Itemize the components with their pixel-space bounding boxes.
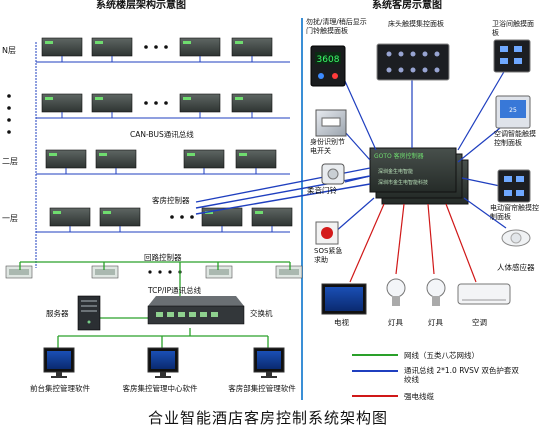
room-controller-label: 客房控制器	[152, 196, 190, 205]
svg-text:GOTO 客房控制器: GOTO 客房控制器	[374, 152, 424, 160]
aircon-label: 空调	[472, 318, 487, 327]
bedhead-panel-label: 床头触摸集控面板	[388, 20, 444, 28]
footer-title: 合业智能酒店客房控制系统架构图	[148, 409, 389, 427]
floor-bus-lines	[36, 61, 290, 233]
bathroom-panel-label: 卫浴间触摸面板	[492, 20, 534, 37]
software-label-center: 客房集控管理中心软件	[122, 384, 198, 393]
card-switch-label: 身份识别节电开关	[310, 138, 345, 155]
room-module-icon	[49, 207, 91, 232]
bedhead-touch-panel	[376, 43, 450, 81]
room-module-icon	[41, 37, 83, 62]
doorbell-icon	[321, 163, 345, 185]
loop-controller-icon	[5, 265, 33, 279]
server-icon	[77, 295, 101, 331]
tv-icon	[321, 283, 367, 315]
ellipsis-dot	[164, 101, 168, 105]
room-module-icon	[201, 207, 243, 232]
svg-text:深圳市金生电智能科技: 深圳市金生电智能科技	[378, 179, 428, 186]
floor-label-1: 一层	[2, 214, 18, 223]
ellipsis-dot	[180, 215, 184, 219]
vertical-ellipsis	[7, 94, 11, 134]
ellipsis-dot	[168, 270, 172, 274]
room-module-icon	[91, 37, 133, 62]
legend-power: 强电线缆	[404, 392, 434, 401]
can-bus-label: CAN-BUS通讯总线	[130, 130, 194, 139]
ellipsis-dot	[154, 45, 158, 49]
network-switch-icon	[147, 296, 245, 325]
curtain-touch-panel	[497, 169, 531, 203]
dnd-panel-label: 勿扰/清理/稍后显示门铃触摸面板	[306, 18, 367, 35]
loop-controller-icon	[91, 265, 119, 279]
legend-bus: 通讯总线 2*1.0 RVSV 双色护套双绞线	[404, 366, 519, 384]
svg-text:25: 25	[509, 107, 517, 114]
software-monitors	[43, 347, 285, 378]
room-module-icon	[45, 149, 87, 174]
room-module-icon	[183, 149, 225, 174]
ellipsis-dot	[144, 101, 148, 105]
ellipsis-dot	[154, 101, 158, 105]
ellipsis-dot	[148, 270, 152, 274]
motion-sensor-icon	[501, 229, 531, 247]
room-module-icon	[231, 37, 273, 62]
bathroom-touch-panel	[493, 39, 531, 73]
svg-text:3608: 3608	[317, 55, 340, 65]
room-module-icon	[99, 207, 141, 232]
monitor-icon	[253, 347, 285, 378]
room-module-icon	[179, 37, 221, 62]
loop-controller-icon	[205, 265, 233, 279]
svg-text:深圳金生电智能: 深圳金生电智能	[378, 168, 413, 175]
loop-controllers	[5, 265, 303, 279]
curtain-panel-label: 电动窗帘触摸控制面板	[490, 204, 539, 221]
doorbell-label: 柔音门铃	[307, 186, 337, 195]
ac-touch-panel: 25	[495, 95, 531, 129]
lamp-icon-2	[426, 278, 446, 306]
card-switch-panel	[315, 109, 347, 137]
legend-lines	[352, 354, 398, 397]
right-section-title: 系统客房示意图	[372, 0, 442, 11]
software-label-front: 前台集控管理软件	[30, 384, 90, 393]
loop-controller-label: 回路控制器	[144, 253, 182, 262]
floor-label-2: 二层	[2, 157, 18, 166]
ellipsis-dot	[170, 215, 174, 219]
loop-controller-icon	[275, 265, 303, 279]
software-label-housekeeping: 客房部集控管理软件	[228, 384, 296, 393]
room-module-icon	[179, 93, 221, 118]
room-module-icon	[41, 93, 83, 118]
legend-network: 网线（五类八芯网线）	[404, 351, 479, 360]
ellipsis-dot	[190, 215, 194, 219]
lamp-label-2: 灯具	[428, 318, 443, 327]
room-module-icon	[231, 93, 273, 118]
ellipsis-dot	[158, 270, 162, 274]
floor-label-n: N层	[2, 46, 16, 55]
sos-button-icon	[315, 221, 339, 245]
room-module-icon	[91, 93, 133, 118]
dnd-touch-panel: 3608	[310, 45, 346, 87]
ac-panel-label: 空调智能触摸控制面板	[494, 130, 536, 147]
room-module-icon	[95, 149, 137, 174]
server-label: 服务器	[46, 309, 69, 318]
floor-modules	[41, 37, 293, 232]
left-section-title: 系统楼层架构示意图	[96, 0, 186, 11]
sensor-label: 人体感应器	[497, 263, 535, 272]
monitor-icon	[147, 347, 179, 378]
ellipsis-dot	[144, 45, 148, 49]
monitor-icon	[43, 347, 75, 378]
tv-label: 电视	[334, 318, 349, 327]
sos-label: SOS紧急求助	[314, 247, 343, 264]
switch-label: 交换机	[250, 309, 273, 318]
ellipsis-dot	[164, 45, 168, 49]
room-controller-box: GOTO 客房控制器 深圳金生电智能 深圳市金生电智能科技	[369, 147, 469, 205]
room-module-icon	[251, 207, 293, 232]
lamp-icon-1	[386, 278, 406, 306]
lamp-label-1: 灯具	[388, 318, 403, 327]
air-conditioner-icon	[457, 283, 511, 305]
tcpip-label: TCP/IP通讯总线	[148, 286, 202, 295]
room-module-icon	[235, 149, 277, 174]
